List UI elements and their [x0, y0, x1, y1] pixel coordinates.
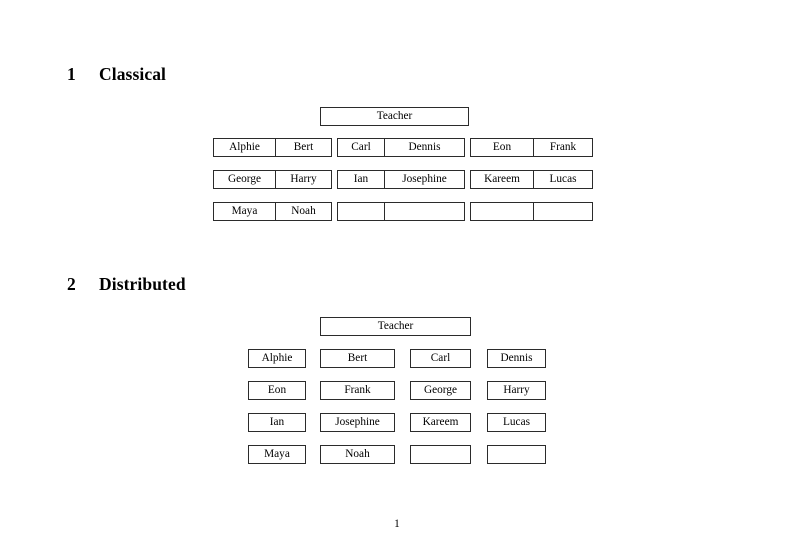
student-cell: Maya: [213, 202, 276, 221]
student-cell: Noah: [275, 202, 332, 221]
student-cell: Josephine: [384, 170, 465, 189]
student-box: Ian: [248, 413, 306, 432]
student-box: Bert: [320, 349, 395, 368]
student-cell: Frank: [533, 138, 593, 157]
classical-group-1-row-2: [337, 202, 465, 221]
table-row: Alphie Bert: [213, 138, 332, 157]
classical-group-0-row-0: Alphie Bert: [213, 138, 332, 157]
classical-group-1-row-1: Ian Josephine: [337, 170, 465, 189]
table-row: George Harry: [213, 170, 332, 189]
student-cell: Bert: [275, 138, 332, 157]
student-box: Maya: [248, 445, 306, 464]
student-cell: George: [213, 170, 276, 189]
student-cell: Harry: [275, 170, 332, 189]
section-number: 2: [67, 274, 76, 294]
student-cell: Alphie: [213, 138, 276, 157]
student-cell-empty: [337, 202, 385, 221]
table-row: Ian Josephine: [337, 170, 465, 189]
classical-group-2-row-0: Eon Frank: [470, 138, 593, 157]
student-cell: Carl: [337, 138, 385, 157]
student-box: Alphie: [248, 349, 306, 368]
classical-group-0-row-2: Maya Noah: [213, 202, 332, 221]
classical-group-2-row-1: Kareem Lucas: [470, 170, 593, 189]
student-box: George: [410, 381, 471, 400]
section-heading-classical: 1 Classical: [67, 64, 167, 84]
student-box: Harry: [487, 381, 546, 400]
page-number: 1: [394, 518, 400, 530]
table-row: Eon Frank: [470, 138, 593, 157]
section-title: Distributed: [99, 274, 186, 294]
teacher-box-distributed: Teacher: [320, 317, 471, 336]
section-heading-distributed: 2 Distributed: [67, 274, 186, 294]
table-row: [337, 202, 465, 221]
student-cell-empty: [533, 202, 593, 221]
student-box: Dennis: [487, 349, 546, 368]
student-box: Lucas: [487, 413, 546, 432]
classical-group-2-row-2: [470, 202, 593, 221]
student-box-empty: [410, 445, 471, 464]
student-cell-empty: [470, 202, 534, 221]
student-cell: Lucas: [533, 170, 593, 189]
student-cell: Eon: [470, 138, 534, 157]
student-cell: Dennis: [384, 138, 465, 157]
student-box: Eon: [248, 381, 306, 400]
student-box: Carl: [410, 349, 471, 368]
student-box-empty: [487, 445, 546, 464]
student-cell: Ian: [337, 170, 385, 189]
teacher-box-classical: Teacher: [320, 107, 469, 126]
student-cell: Kareem: [470, 170, 534, 189]
student-box: Frank: [320, 381, 395, 400]
table-row: [470, 202, 593, 221]
table-row: Maya Noah: [213, 202, 332, 221]
student-box: Josephine: [320, 413, 395, 432]
classical-group-1-row-0: Carl Dennis: [337, 138, 465, 157]
table-row: Kareem Lucas: [470, 170, 593, 189]
section-title: Classical: [99, 64, 167, 84]
classical-group-0-row-1: George Harry: [213, 170, 332, 189]
student-cell-empty: [384, 202, 465, 221]
student-box: Noah: [320, 445, 395, 464]
section-number: 1: [67, 64, 76, 84]
student-box: Kareem: [410, 413, 471, 432]
table-row: Carl Dennis: [337, 138, 465, 157]
